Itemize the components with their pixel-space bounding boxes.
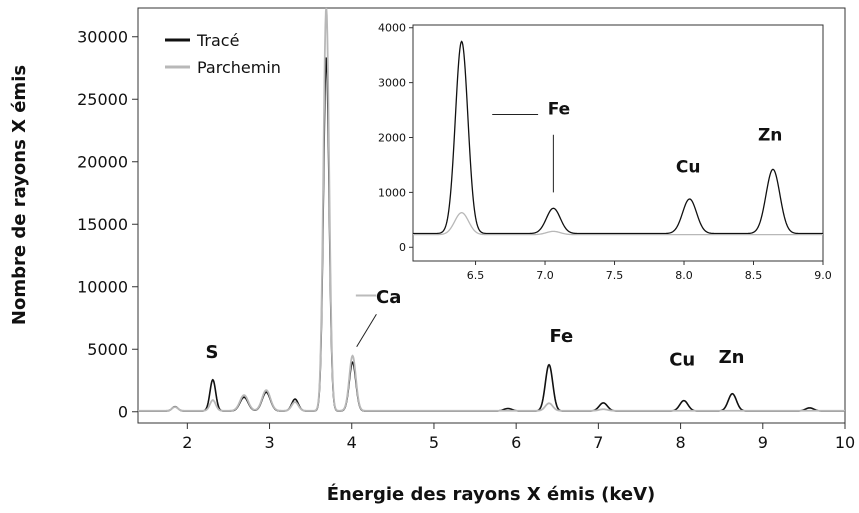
inset-y-tick-label: 2000 xyxy=(378,131,406,144)
legend: Tracé Parchemin xyxy=(165,31,281,77)
y-tick-label: 10000 xyxy=(77,278,128,297)
inset-peak-label-cu: Cu xyxy=(676,158,701,178)
series-line-parchment xyxy=(138,7,845,412)
x-axis-label: Énergie des rayons X émis (keV) xyxy=(327,483,656,505)
legend-label-parchment: Parchemin xyxy=(197,58,281,77)
y-tick-label: 30000 xyxy=(77,28,128,47)
inset-plot-area xyxy=(412,24,824,262)
inset-x-tick-label: 6.5 xyxy=(467,269,485,282)
inset-y-tick-label: 3000 xyxy=(378,77,406,90)
peak-label-s: S xyxy=(206,342,219,363)
y-tick-label: 25000 xyxy=(77,90,128,109)
inset-x-tick-label: 9.0 xyxy=(814,269,832,282)
x-tick-label: 10 xyxy=(835,433,855,452)
inset-peak-label-zn: Zn xyxy=(758,125,782,145)
inset-x-tick-label: 7.0 xyxy=(536,269,554,282)
inset-peak-label-fe: Fe xyxy=(548,99,570,119)
y-axis-label: Nombre de rayons X émis xyxy=(9,65,30,325)
ca-leader-line xyxy=(356,313,377,348)
inset-x-tick-label: 8.0 xyxy=(675,269,693,282)
inset-x-tick-label: 8.5 xyxy=(745,269,763,282)
x-tick-label: 2 xyxy=(182,433,192,452)
x-tick-label: 9 xyxy=(758,433,768,452)
inset-series-line-trace xyxy=(413,40,823,235)
inset-series-line-parchment xyxy=(413,212,823,236)
peak-label-ca: Ca xyxy=(376,287,401,308)
x-tick-label: 5 xyxy=(429,433,439,452)
x-tick-label: 7 xyxy=(593,433,603,452)
inset-x-tick-label: 7.5 xyxy=(606,269,624,282)
x-tick-label: 6 xyxy=(511,433,521,452)
y-tick-label: 0 xyxy=(118,403,128,422)
y-tick-label: 20000 xyxy=(77,153,128,172)
x-tick-label: 3 xyxy=(264,433,274,452)
y-tick-label: 5000 xyxy=(87,340,128,359)
legend-label-trace: Tracé xyxy=(196,31,239,50)
peak-label-cu: Cu xyxy=(669,350,695,371)
inset-y-tick-label: 1000 xyxy=(378,186,406,199)
y-tick-label: 15000 xyxy=(77,215,128,234)
inset-y-tick-label: 4000 xyxy=(378,22,406,35)
x-tick-label: 8 xyxy=(675,433,685,452)
inset-y-tick-label: 0 xyxy=(399,241,406,254)
peak-label-zn: Zn xyxy=(719,347,745,368)
peak-label-fe: Fe xyxy=(549,326,573,347)
x-tick-label: 4 xyxy=(347,433,357,452)
